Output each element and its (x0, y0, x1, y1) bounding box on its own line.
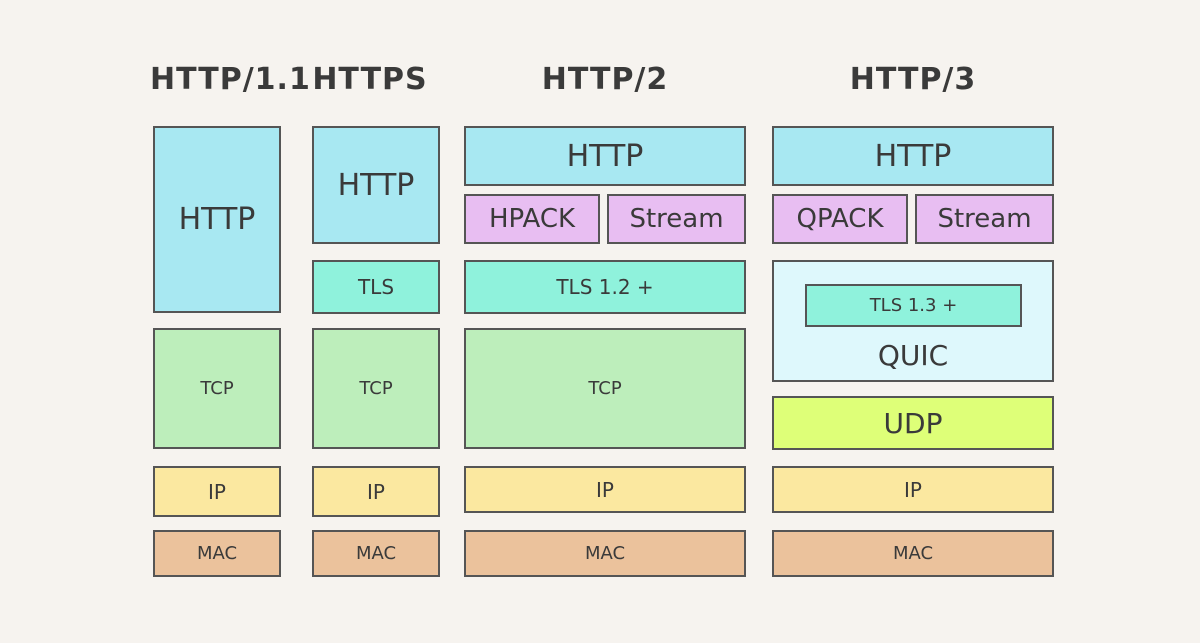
http3-udp-layer: UDP (772, 396, 1054, 450)
http2-http-layer: HTTP (464, 126, 746, 186)
http3-ip-layer: IP (772, 466, 1054, 513)
title-http11: HTTP/1.1 (150, 62, 311, 97)
http11-mac-layer: MAC (153, 530, 281, 577)
http3-mac-layer: MAC (772, 530, 1054, 577)
http2-tcp-layer: TCP (464, 328, 746, 449)
https-tls-layer: TLS (312, 260, 440, 314)
title-https: HTTPS (312, 62, 428, 97)
http2-stream-layer: Stream (607, 194, 746, 244)
http3-http-layer: HTTP (772, 126, 1054, 186)
title-http3: HTTP/3 (849, 62, 977, 97)
https-http-layer: HTTP (312, 126, 440, 244)
http2-hpack-layer: HPACK (464, 194, 600, 244)
http2-tls-layer: TLS 1.2 + (464, 260, 746, 314)
http11-http-layer: HTTP (153, 126, 281, 313)
http3-tls-layer: TLS 1.3 + (805, 284, 1022, 327)
https-mac-layer: MAC (312, 530, 440, 577)
http11-tcp-layer: TCP (153, 328, 281, 449)
http3-qpack-layer: QPACK (772, 194, 908, 244)
http11-ip-layer: IP (153, 466, 281, 517)
https-tcp-layer: TCP (312, 328, 440, 449)
http3-stream-layer: Stream (915, 194, 1054, 244)
https-ip-layer: IP (312, 466, 440, 517)
http2-mac-layer: MAC (464, 530, 746, 577)
http3-quic-label: QUIC (877, 339, 949, 372)
title-http2: HTTP/2 (541, 62, 669, 97)
http2-ip-layer: IP (464, 466, 746, 513)
